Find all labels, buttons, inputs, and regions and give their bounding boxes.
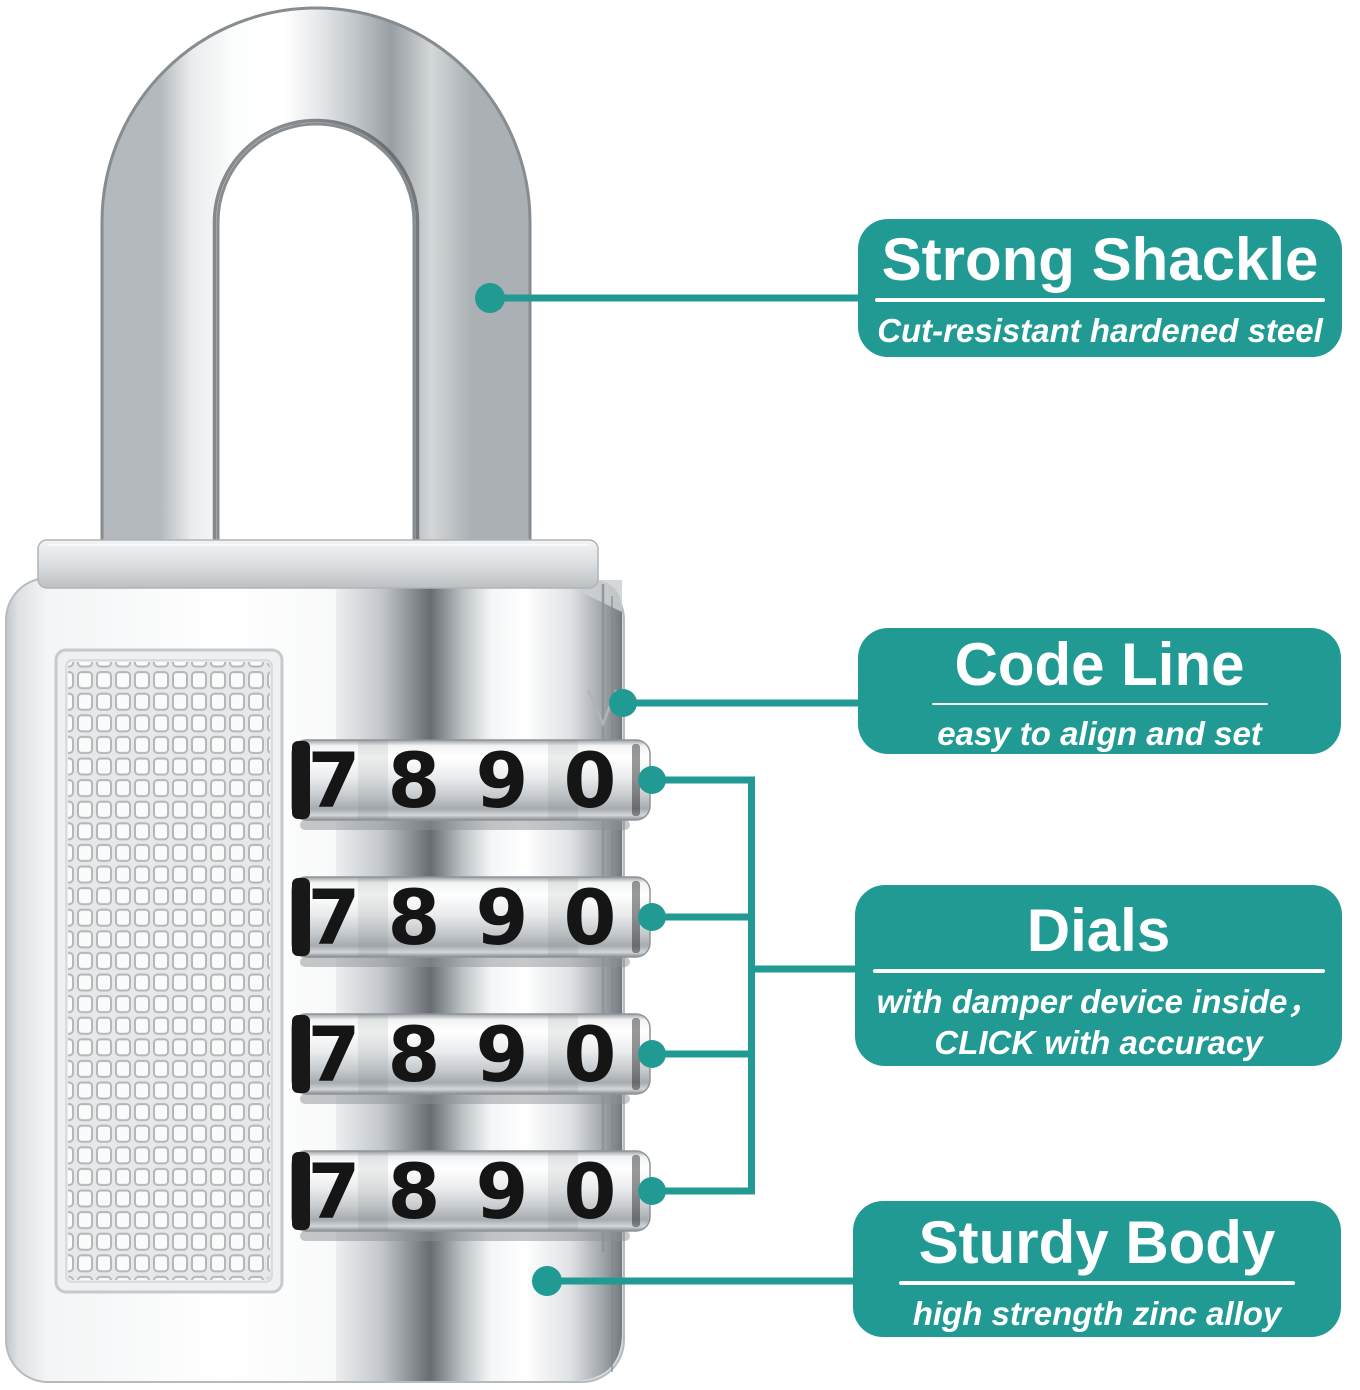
dial1-dot [638,766,666,794]
shackle [100,6,532,585]
dial2-dot [638,903,666,931]
callout-strong-shackle: Strong Shackle Cut-resistant hardened st… [858,219,1342,357]
dial-digit: 0 [564,736,617,825]
dial-digit: 8 [388,1147,441,1236]
top-collar [37,539,599,589]
callout-underline [931,703,1268,705]
body-dot [532,1266,562,1296]
dial-digit: 0 [564,1010,617,1099]
dial-digit: 7 [308,1147,361,1236]
dials: 7 8 9 0 7 8 9 0 [291,736,651,1241]
callout-code-line: Code Line easy to align and set [858,628,1341,754]
dial-digit: 9 [476,1147,529,1236]
callout-title: Sturdy Body [918,1209,1276,1276]
callout-title: Code Line [954,631,1245,698]
callout-subtitle-line2: CLICK with accuracy [934,1024,1263,1061]
dial-digit: 8 [388,1010,441,1099]
dial3-dot [638,1040,666,1068]
callout-subtitle: easy to align and set [937,715,1262,752]
callout-dots [475,283,666,1296]
dial-digit: 8 [388,873,441,962]
callout-underline [899,1281,1295,1285]
callout-title: Dials [1026,897,1171,964]
callout-title: Strong Shackle [881,226,1319,293]
dial-digit: 0 [564,1147,617,1236]
dial-digit: 9 [476,873,529,962]
dial-digit: 9 [476,1010,529,1099]
callout-connectors [490,294,860,1285]
dial-cylinder [336,580,622,1381]
callout-subtitle-line1: with damper device inside， [876,983,1321,1020]
dial-digit: 8 [388,736,441,825]
callout-underline [875,298,1325,302]
dial4-dot [638,1177,666,1205]
callout-underline [872,969,1325,973]
dial-ring[interactable]: 7 8 9 0 [291,1010,651,1104]
dial-digit: 7 [308,1010,361,1099]
shackle-dot [475,283,505,313]
texture-plate [54,648,284,1294]
dial-ring[interactable]: 7 8 9 0 [291,736,651,830]
dial-digit: 0 [564,873,617,962]
dial-ring[interactable]: 7 8 9 0 [291,1147,651,1241]
dial-digit: 7 [308,873,361,962]
callout-subtitle: with damper device inside， CLICK with ac… [877,981,1321,1063]
dial-digit: 7 [308,736,361,825]
callout-dials: Dials with damper device inside， CLICK w… [855,885,1342,1066]
callout-sturdy-body: Sturdy Body high strength zinc alloy [853,1201,1341,1337]
dial-digit: 9 [476,736,529,825]
dial-ring[interactable]: 7 8 9 0 [291,873,651,967]
callout-subtitle: Cut-resistant hardened steel [877,312,1323,349]
callout-subtitle: high strength zinc alloy [912,1295,1282,1332]
codeline-dot [609,689,637,717]
